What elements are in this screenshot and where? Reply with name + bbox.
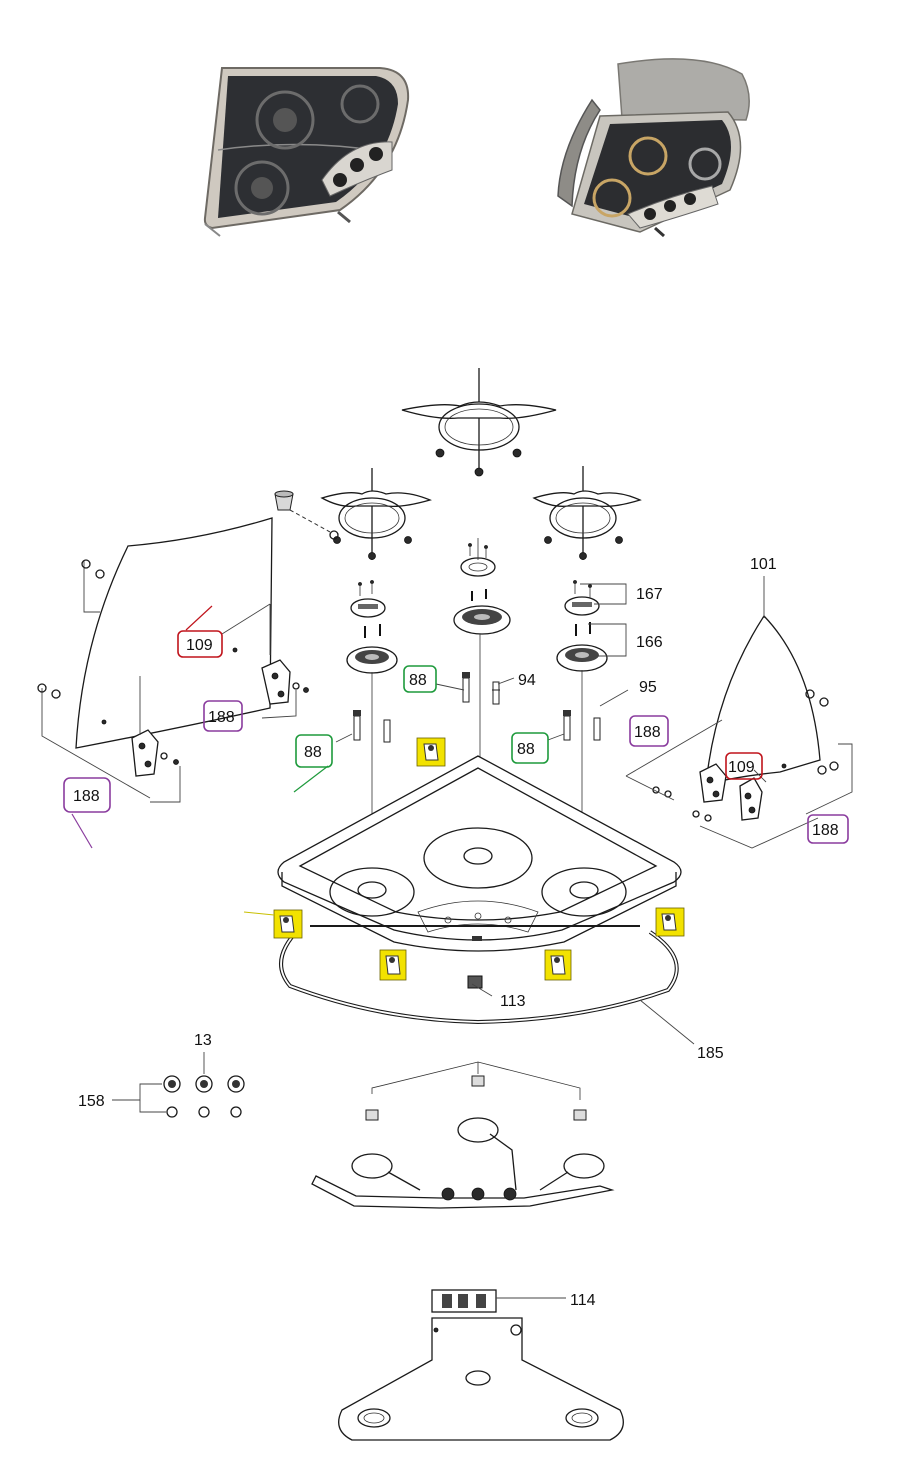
clip-part — [467, 975, 483, 989]
callout-109-left: 109 — [186, 637, 213, 654]
leader-lines — [335, 583, 767, 1045]
callout-167: 167 — [636, 586, 663, 603]
burner-head-center — [453, 589, 511, 635]
callout-101: 101 — [750, 556, 777, 573]
pan-support-top — [401, 368, 557, 477]
burner-head-left — [346, 624, 398, 674]
callout-185: 185 — [697, 1045, 724, 1062]
burner-cap-center — [460, 538, 496, 577]
callout-188-left-hinge: 188 — [208, 709, 235, 726]
thermocouples-electrodes — [353, 672, 601, 743]
cooktop-open-glass-lid-photo — [557, 58, 750, 238]
callout-188-left-lower: 188 — [73, 788, 100, 805]
callout-95: 95 — [639, 679, 657, 696]
colored-pointer-lines — [71, 605, 329, 849]
callout-94: 94 — [518, 672, 536, 689]
control-knobs — [112, 1052, 245, 1118]
callout-113: 113 — [500, 993, 526, 1010]
glass-lid-right — [705, 576, 853, 815]
rubber-foot — [274, 490, 339, 540]
cooktop-tray — [277, 755, 682, 952]
callout-188-right-upper: 188 — [634, 724, 661, 741]
callout-188-right-lower: 188 — [812, 822, 839, 839]
cooktop-closed-glass-lid-photo — [203, 67, 410, 237]
hinge-right — [625, 719, 819, 849]
callout-13: 13 — [194, 1032, 212, 1049]
assembly-icon-tiles — [243, 737, 685, 981]
callout-114: 114 — [570, 1292, 596, 1309]
gas-manifold-assembly — [311, 1061, 615, 1209]
valve-block — [431, 1289, 566, 1313]
pan-support-left — [320, 468, 432, 560]
callout-88-center: 88 — [409, 672, 427, 689]
callout-88-left: 88 — [304, 744, 322, 761]
burner-cap-right — [564, 580, 600, 616]
tray-gasket — [279, 925, 679, 1025]
base-plate — [338, 1317, 624, 1441]
callout-109-right: 109 — [728, 759, 755, 776]
glass-lid-left — [75, 517, 273, 749]
callout-88-right: 88 — [517, 741, 535, 758]
burner-head-right — [556, 622, 608, 672]
callout-158: 158 — [78, 1093, 105, 1110]
hinge-left-lower — [37, 676, 181, 803]
hinge-left-upper — [261, 659, 309, 719]
callout-166: 166 — [636, 634, 663, 651]
burner-cap-left — [350, 580, 386, 618]
pan-support-right — [532, 466, 642, 560]
callout-box-outlines — [63, 630, 849, 844]
